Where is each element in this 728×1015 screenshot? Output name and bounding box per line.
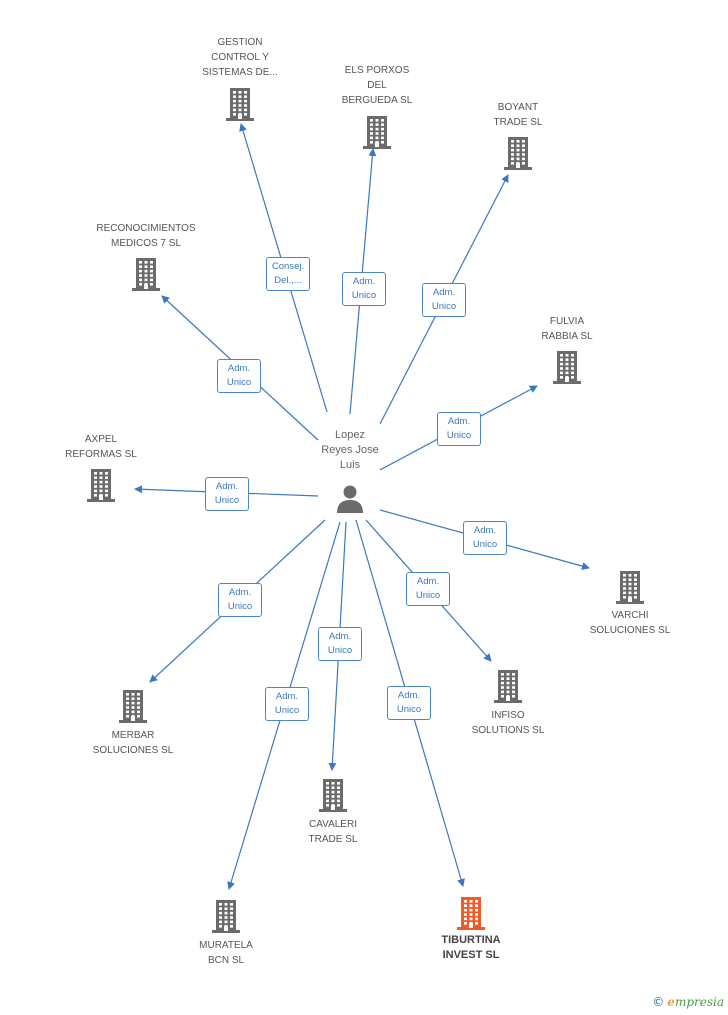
building-icon[interactable] [491, 668, 525, 704]
role-label-boyant[interactable]: Adm. Unico [422, 283, 466, 317]
building-icon[interactable] [129, 256, 163, 292]
company-label-line: MURATELA [199, 940, 253, 951]
role-label-line: Adm. [215, 481, 239, 492]
role-label-line: Consej. [271, 261, 305, 272]
company-label-infiso[interactable]: INFISO SOLUTIONS SL [443, 708, 573, 738]
role-label-axpel[interactable]: Adm. Unico [205, 477, 249, 511]
role-label-line: Adm. [473, 525, 497, 536]
company-label-line: SOLUCIONES SL [589, 625, 671, 636]
company-label-line: MERBAR [111, 730, 155, 741]
company-label-line: CAVALERI [309, 819, 357, 830]
copyright-symbol: © [652, 995, 665, 1009]
company-label-line: SISTEMAS DE... [202, 67, 278, 78]
company-label-line: INVEST SL [442, 949, 500, 961]
company-label-line: BCN SL [207, 955, 245, 966]
role-label-line: Adm. [275, 691, 299, 702]
building-icon[interactable] [84, 467, 118, 503]
role-label-line: Unico [415, 590, 441, 601]
company-label-boyant[interactable]: BOYANT TRADE SL [453, 100, 583, 130]
company-label-line: ELS PORXOS [344, 65, 410, 76]
center-name-line: Lopez [335, 429, 365, 441]
company-label-line: SOLUTIONS SL [471, 725, 545, 736]
role-label-line: Unico [396, 704, 422, 715]
brand-name: mpresia [674, 995, 724, 1009]
empresia-watermark: ©empresia [652, 995, 724, 1009]
role-label-line: Adm. [397, 690, 421, 701]
company-label-gestion[interactable]: GESTION CONTROL Y SISTEMAS DE... [175, 35, 305, 80]
role-label-line: Adm. [227, 363, 251, 374]
company-label-line: TIBURTINA [441, 934, 501, 946]
building-icon[interactable] [223, 86, 257, 122]
person-icon[interactable] [335, 484, 365, 514]
role-label-line: Adm. [352, 276, 376, 287]
role-label-line: Unico [227, 601, 253, 612]
company-label-axpel[interactable]: AXPEL REFORMAS SL [36, 432, 166, 462]
building-icon[interactable] [316, 777, 350, 813]
company-label-tiburtina[interactable]: TIBURTINA INVEST SL [406, 933, 536, 963]
role-label-line: Adm. [416, 576, 440, 587]
role-label-line: Unico [226, 377, 252, 388]
building-icon[interactable] [613, 569, 647, 605]
role-label-merbar[interactable]: Adm. Unico [218, 583, 262, 617]
role-label-line: Adm. [228, 587, 252, 598]
company-label-line: VARCHI [611, 610, 649, 621]
company-label-line: INFISO [491, 710, 525, 721]
center-name-line: Luis [339, 459, 361, 471]
building-icon[interactable] [501, 135, 535, 171]
company-label-line: FULVIA [549, 316, 585, 327]
role-label-muratela[interactable]: Adm. Unico [265, 687, 309, 721]
role-label-line: Unico [274, 705, 300, 716]
role-label-line: Unico [446, 430, 472, 441]
role-label-gestion[interactable]: Consej. Del.,... [266, 257, 310, 291]
role-label-line: Unico [214, 495, 240, 506]
company-label-reconocimientos[interactable]: RECONOCIMIENTOS MEDICOS 7 SL [81, 221, 211, 251]
role-label-line: Del.,... [274, 275, 302, 286]
role-label-line: Adm. [447, 416, 471, 427]
company-label-porxos[interactable]: ELS PORXOS DEL BERGUEDA SL [312, 63, 442, 108]
building-icon[interactable] [209, 898, 243, 934]
brand-initial: e [667, 995, 675, 1009]
company-label-line: AXPEL [84, 434, 118, 445]
building-icon[interactable] [550, 349, 584, 385]
role-label-tiburtina[interactable]: Adm. Unico [387, 686, 431, 720]
company-label-line: GESTION [217, 37, 263, 48]
company-label-line: RECONOCIMIENTOS [96, 223, 196, 234]
role-label-line: Unico [472, 539, 498, 550]
company-label-line: MEDICOS 7 SL [110, 238, 182, 249]
company-label-line: REFORMAS SL [65, 449, 137, 460]
company-label-fulvia[interactable]: FULVIA RABBIA SL [502, 314, 632, 344]
role-label-line: Unico [431, 301, 457, 312]
role-label-fulvia[interactable]: Adm. Unico [437, 412, 481, 446]
company-label-varchi[interactable]: VARCHI SOLUCIONES SL [565, 608, 695, 638]
role-label-porxos[interactable]: Adm. Unico [342, 272, 386, 306]
company-label-line: BOYANT [497, 102, 539, 113]
role-label-line: Adm. [432, 287, 456, 298]
company-label-line: BERGUEDA SL [341, 95, 413, 106]
building-icon[interactable] [454, 895, 488, 931]
company-label-line: TRADE SL [308, 834, 358, 845]
company-label-line: TRADE SL [493, 117, 543, 128]
company-label-muratela[interactable]: MURATELA BCN SL [161, 938, 291, 968]
company-label-line: CONTROL Y [211, 52, 269, 63]
building-icon[interactable] [116, 688, 150, 724]
role-label-line: Unico [327, 645, 353, 656]
role-label-reconocimientos[interactable]: Adm. Unico [217, 359, 261, 393]
company-label-cavaleri[interactable]: CAVALERI TRADE SL [268, 817, 398, 847]
company-label-line: RABBIA SL [541, 331, 593, 342]
company-label-line: DEL [367, 80, 387, 91]
center-name-line: Reyes Jose [321, 444, 379, 456]
role-label-varchi[interactable]: Adm. Unico [463, 521, 507, 555]
role-label-cavaleri[interactable]: Adm. Unico [318, 627, 362, 661]
role-label-line: Unico [351, 290, 377, 301]
company-label-line: SOLUCIONES SL [92, 745, 174, 756]
building-icon[interactable] [360, 114, 394, 150]
role-label-infiso[interactable]: Adm. Unico [406, 572, 450, 606]
company-label-merbar[interactable]: MERBAR SOLUCIONES SL [68, 728, 198, 758]
role-label-line: Adm. [328, 631, 352, 642]
